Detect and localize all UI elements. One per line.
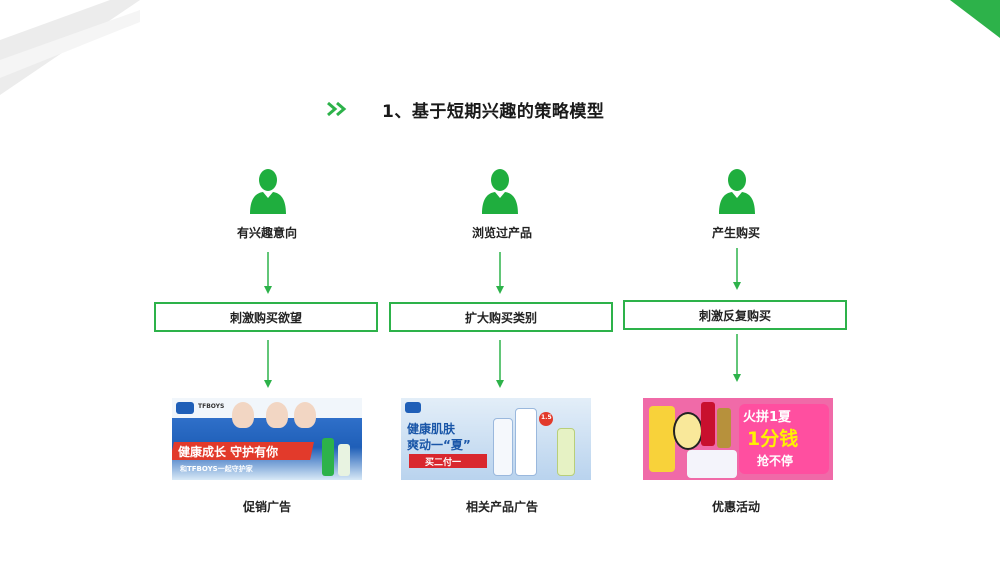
- product-bottle: [322, 438, 334, 476]
- brand-logo-icon: [405, 402, 421, 413]
- double-chevron-icon: [327, 101, 347, 117]
- page-title: 1、基于短期兴趣的策略模型: [382, 101, 605, 122]
- action-box: 刺激反复购买: [623, 300, 847, 330]
- person-photo: [266, 402, 288, 428]
- corner-decoration-right: [950, 0, 1000, 38]
- down-arrow-icon: [264, 340, 272, 388]
- product-bottle: [701, 402, 715, 446]
- brand-logo-icon: [176, 402, 194, 414]
- down-arrow-icon: [733, 248, 741, 290]
- person-icon: [250, 169, 286, 214]
- product-package: [649, 406, 675, 472]
- person-icon: [482, 169, 518, 214]
- down-arrow-icon: [264, 252, 272, 294]
- caption-label: 促销广告: [242, 500, 291, 514]
- action-box: 刺激购买欲望: [154, 302, 378, 332]
- stage-label: 有兴趣意向: [236, 226, 297, 240]
- product-bottle: [493, 418, 513, 476]
- down-arrow-icon: [733, 334, 741, 382]
- size-badge: [539, 412, 553, 426]
- product-bottle: [338, 444, 350, 476]
- caption-label: 优惠活动: [711, 500, 760, 514]
- promo-ad-banner[interactable]: TFBOYS 健康成长 守护有你 和TFBOYS一起守护家: [172, 398, 362, 480]
- corner-decoration-left: [0, 0, 140, 95]
- person-photo: [232, 402, 254, 428]
- down-arrow-icon: [496, 252, 504, 294]
- stage-label: 产生购买: [711, 226, 760, 240]
- person-photo: [294, 402, 316, 428]
- product-bottle: [557, 428, 575, 476]
- caption-label: 相关产品广告: [465, 500, 538, 514]
- related-product-ad-banner[interactable]: 健康肌肤 爽动一“夏” 买二付一 1.5: [401, 398, 591, 480]
- person-icon: [719, 169, 755, 214]
- discount-event-banner[interactable]: 火拼1夏 1分钱 抢不停: [643, 398, 833, 480]
- product-bottle: [717, 408, 731, 448]
- stage-label: 浏览过产品: [471, 226, 532, 240]
- action-box: 扩大购买类别: [389, 302, 613, 332]
- product-bottle: [515, 408, 537, 476]
- title-row: 1、基于短期兴趣的策略模型: [326, 96, 604, 122]
- down-arrow-icon: [496, 340, 504, 388]
- column-browsed: 浏览过产品 扩大购买类别 健康肌肤 爽动一“夏” 买二付一 1.5 相关产品广告: [389, 168, 615, 528]
- tissue-box: [687, 450, 737, 478]
- cartoon-face-icon: [673, 412, 703, 450]
- column-interest: 有兴趣意向 刺激购买欲望 TFBOYS 健康成长 守护有你 和TFBOYS一起守…: [154, 168, 380, 528]
- column-purchased: 产生购买 刺激反复购买 火拼1夏 1分钱 抢不停 优惠活动: [623, 168, 849, 528]
